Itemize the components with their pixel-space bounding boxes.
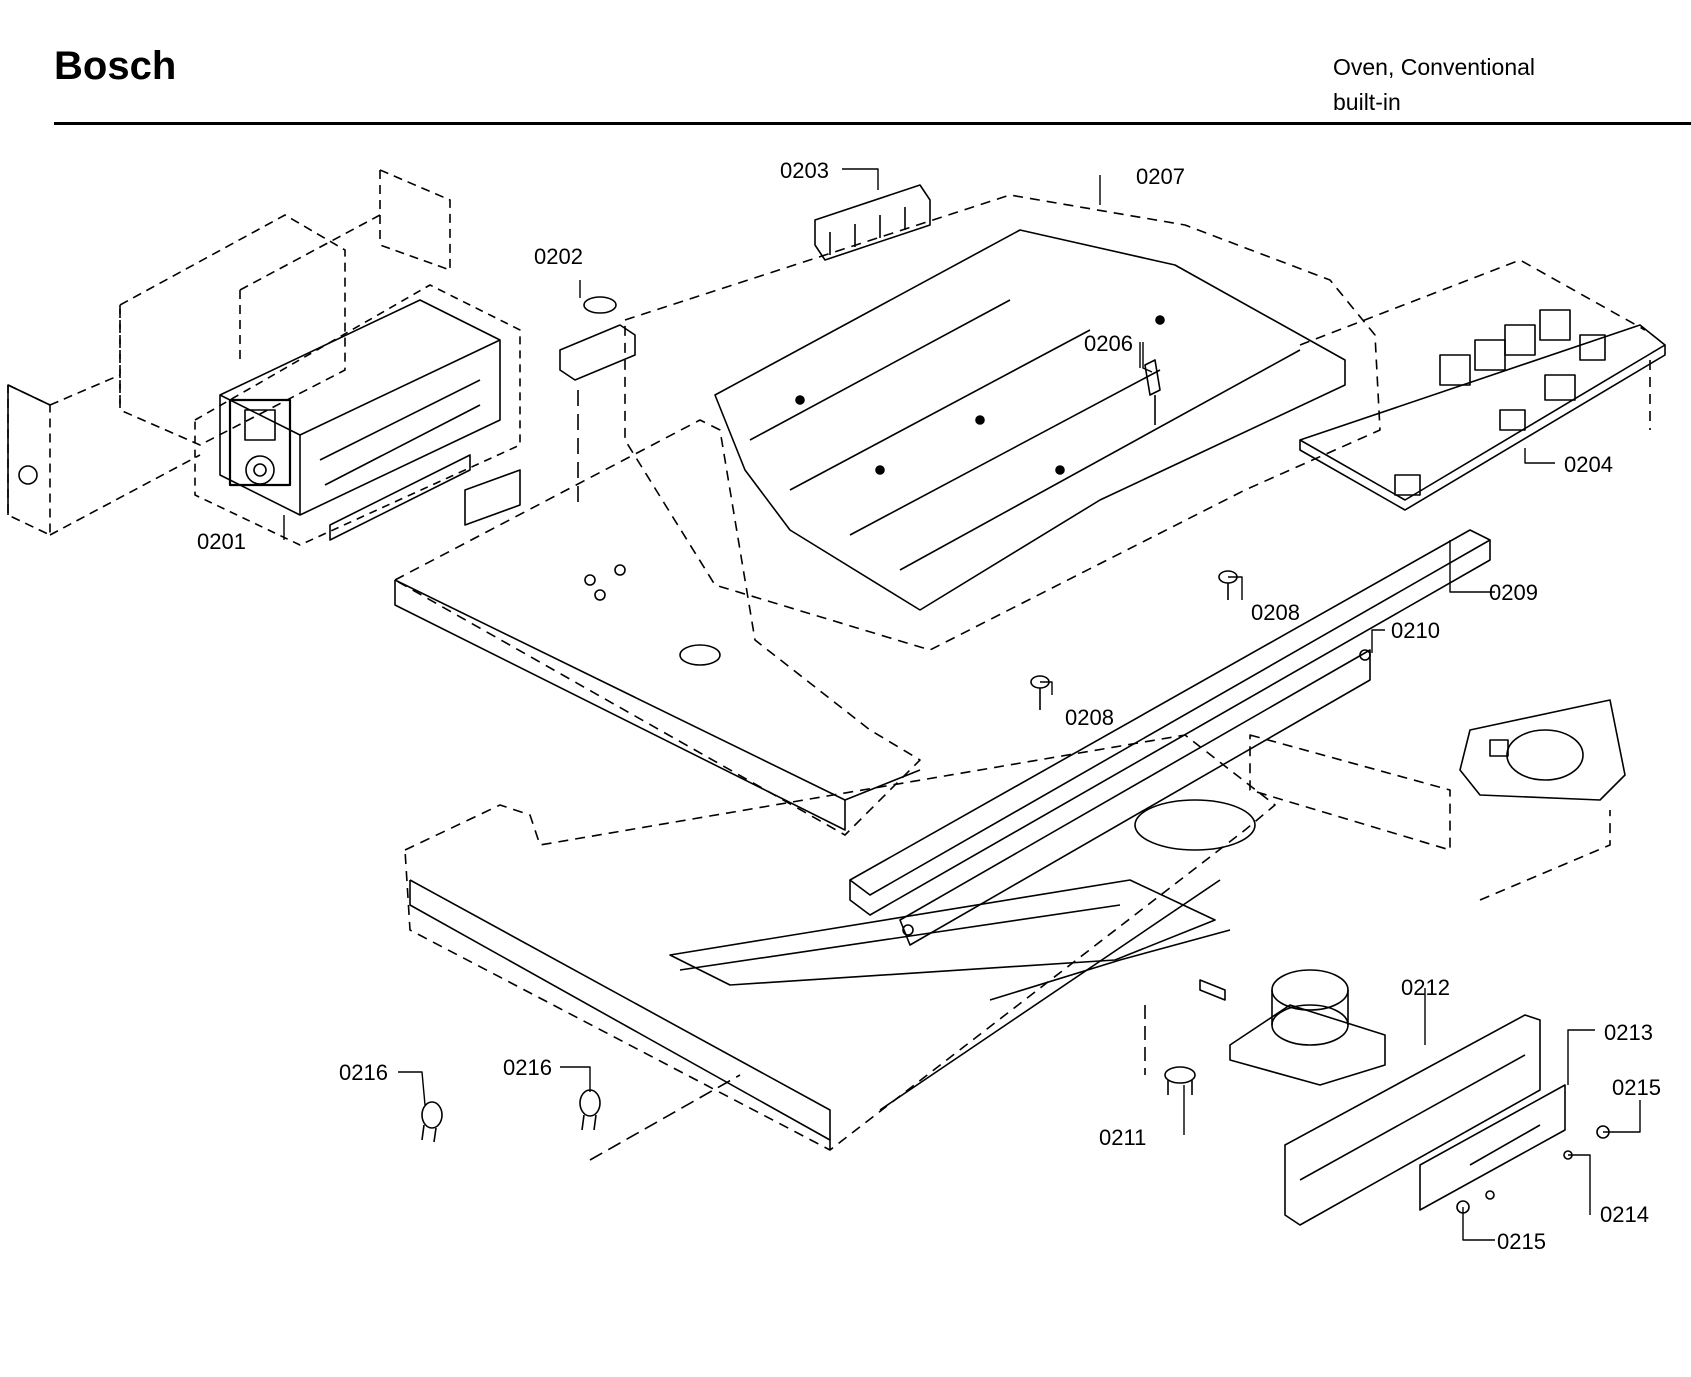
part-label-0212: 0212 — [1401, 975, 1450, 1000]
part-label-0208-upper: 0208 — [1251, 600, 1300, 625]
part-label-0203: 0203 — [780, 158, 829, 183]
screw-0214 — [1485, 1150, 1573, 1200]
lower-floor-pan — [404, 734, 1276, 1151]
part-label-0215-upper: 0215 — [1612, 1075, 1661, 1100]
fan-cover-plate — [1249, 699, 1626, 901]
header-rule — [54, 122, 1691, 125]
side-panel-edge — [7, 384, 51, 515]
product-subtype: built-in — [1333, 89, 1401, 115]
control-board-0204 — [1299, 259, 1666, 511]
part-label-0211: 0211 — [1099, 1125, 1146, 1150]
base-pan — [394, 419, 921, 836]
front-rail-0209 — [849, 529, 1491, 916]
fastener-0208-lower — [1030, 675, 1050, 710]
part-label-0210: 0210 — [1391, 618, 1440, 643]
part-label-0206: 0206 — [1084, 331, 1133, 356]
sensor-0206 — [1144, 359, 1161, 425]
bracket-0213 — [1284, 1014, 1566, 1226]
terminal-block-0203 — [814, 184, 931, 261]
part-label-0213: 0213 — [1604, 1020, 1653, 1045]
bumper-0216-left — [421, 1101, 443, 1143]
part-label-0207: 0207 — [1136, 164, 1185, 189]
product-description: Oven, Conventional built-in — [1333, 50, 1535, 120]
rail-0210 — [899, 649, 1371, 946]
brand-title: Bosch — [54, 44, 177, 88]
bumper-0216-right — [579, 1074, 741, 1161]
part-label-0216-right: 0216 — [503, 1055, 552, 1080]
leader-lines — [283, 168, 1641, 1241]
fan-opening — [1134, 799, 1256, 851]
motor-0212 — [1229, 969, 1386, 1086]
side-panel-hole — [18, 465, 38, 485]
thermostat-0211 — [1144, 979, 1226, 1095]
top-heat-shield — [714, 229, 1346, 611]
part-label-0208-lower: 0208 — [1065, 705, 1114, 730]
part-label-0209: 0209 — [1489, 580, 1538, 605]
part-label-0202: 0202 — [534, 244, 583, 269]
cover-outline-0207 — [624, 194, 1381, 651]
part-label-0204: 0204 — [1564, 452, 1613, 477]
convection-fan-motor-0201 — [194, 284, 521, 546]
part-label-0215-lower: 0215 — [1497, 1229, 1546, 1254]
fastener-0208-upper — [1218, 570, 1238, 600]
part-label-0216-left: 0216 — [339, 1060, 388, 1085]
part-label-0214: 0214 — [1600, 1202, 1649, 1227]
bake-element — [669, 879, 1216, 986]
part-label-0201: 0201 — [197, 529, 246, 554]
product-type: Oven, Conventional — [1333, 54, 1536, 80]
bracket-0202 — [559, 296, 636, 505]
